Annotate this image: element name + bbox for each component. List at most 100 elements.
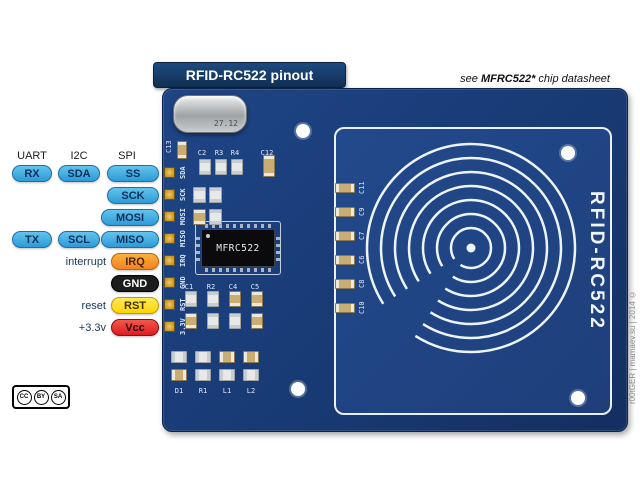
mounting-hole (296, 124, 310, 138)
component-label-r4: R4 (230, 149, 240, 157)
watermark: r00tGER | mamaev.su | 2014 © (628, 290, 637, 404)
smd-component (171, 369, 187, 381)
smd-inductor (219, 351, 235, 363)
pin-scl: SCL (58, 231, 100, 248)
board-name-vertical: RFID-RC522 (586, 191, 607, 331)
crystal-oscillator: 27.12 (173, 95, 247, 133)
mounting-hole (291, 382, 305, 396)
mounting-hole (571, 391, 585, 405)
antenna-coil (365, 142, 577, 354)
note-chip-name: MFRC522* (480, 73, 536, 85)
pin-tx: TX (12, 231, 52, 248)
component-label-c8: C8 (358, 279, 366, 289)
component-label-c1: C1 (184, 283, 194, 291)
smd-capacitor (229, 291, 241, 307)
header-pin (164, 321, 175, 332)
mfrc522-chip: MFRC522 (201, 229, 275, 267)
smd-capacitor (263, 155, 275, 177)
smd-component (251, 313, 263, 329)
cc-icon: CC (16, 389, 32, 405)
bus-header-i2c: I2C (70, 150, 88, 162)
smd-component (219, 369, 235, 381)
smd-resistor (215, 159, 227, 175)
smd-component (229, 313, 241, 329)
smd-component (185, 313, 197, 329)
component-label-l2: L2 (246, 387, 256, 395)
chip-pins (276, 235, 280, 261)
smd-capacitor (335, 255, 355, 265)
smd-capacitor (335, 183, 355, 193)
component-label-c6: C6 (358, 255, 366, 265)
chip-label: MFRC522 (216, 242, 260, 254)
component-label-c10: C10 (358, 301, 366, 315)
smd-component (193, 209, 206, 225)
crystal-frequency: 27.12 (213, 119, 238, 128)
pin-mosi: MOSI (101, 209, 159, 226)
header-pin (164, 255, 175, 266)
pin-vcc: Vcc (111, 319, 159, 336)
component-label-r1: R1 (198, 387, 208, 395)
header-pin (164, 233, 175, 244)
component-label-r3: R3 (214, 149, 224, 157)
component-label-d1: D1 (174, 387, 184, 395)
smd-resistor (207, 291, 219, 307)
pin-ss: SS (107, 165, 159, 182)
header-pin (164, 277, 175, 288)
cc-license-badge: CC BY SA (12, 385, 70, 409)
component-label-l1: L1 (222, 387, 232, 395)
label-reset: reset (81, 300, 106, 312)
smd-component (209, 209, 222, 225)
component-label-c12: C12 (260, 149, 274, 157)
cc-by-icon: BY (33, 389, 49, 405)
smd-component (243, 369, 259, 381)
component-label-c5: C5 (250, 283, 260, 291)
smd-component (195, 369, 211, 381)
chip-pins (205, 224, 271, 228)
pin-rst: RST (111, 297, 159, 314)
pin-sda: SDA (58, 165, 100, 182)
smd-inductor (243, 351, 259, 363)
pin-gnd: GND (111, 275, 159, 292)
page-title: RFID-RC522 pinout (185, 67, 314, 83)
chip-pins (205, 268, 271, 272)
chip-silkscreen-outline (195, 221, 281, 275)
component-label-r2: R2 (206, 283, 216, 291)
smd-capacitor (251, 291, 263, 307)
smd-component (209, 187, 222, 203)
label-power: +3.3v (78, 322, 106, 334)
component-label-c11: C11 (358, 181, 366, 195)
component-label-c13: C13 (165, 140, 173, 154)
smd-capacitor (177, 141, 187, 159)
smd-component (207, 313, 219, 329)
smd-resistor (231, 159, 243, 175)
component-label-c4: C4 (228, 283, 238, 291)
title-banner: RFID-RC522 pinout (153, 62, 346, 88)
smd-capacitor (335, 303, 355, 313)
smd-capacitor (335, 207, 355, 217)
bus-header-spi: SPI (118, 150, 136, 162)
note-post: chip datasheet (535, 73, 610, 85)
header-pin (164, 211, 175, 222)
datasheet-note: see MFRC522* chip datasheet (460, 73, 610, 85)
pcb-board: 27.12 SDA SCK MOSI MISO IRQ GND RST 3.3V… (162, 88, 628, 432)
header-pin (164, 167, 175, 178)
component-label-c9: C9 (358, 207, 366, 217)
smd-component (193, 187, 206, 203)
note-pre: see (460, 73, 481, 85)
label-interrupt: interrupt (65, 256, 106, 268)
pin-irq: IRQ (111, 253, 159, 270)
smd-capacitor (335, 231, 355, 241)
pin-rx: RX (12, 165, 52, 182)
chip-pins (196, 235, 200, 261)
mounting-hole (561, 146, 575, 160)
cc-sa-icon: SA (50, 389, 66, 405)
pin1-dot (206, 234, 210, 238)
header-pin (164, 299, 175, 310)
pin-miso: MISO (101, 231, 159, 248)
bus-header-uart: UART (17, 150, 47, 162)
antenna-region (334, 127, 612, 415)
smd-diode (171, 351, 187, 363)
component-label-c7: C7 (358, 231, 366, 241)
header-pin (164, 189, 175, 200)
